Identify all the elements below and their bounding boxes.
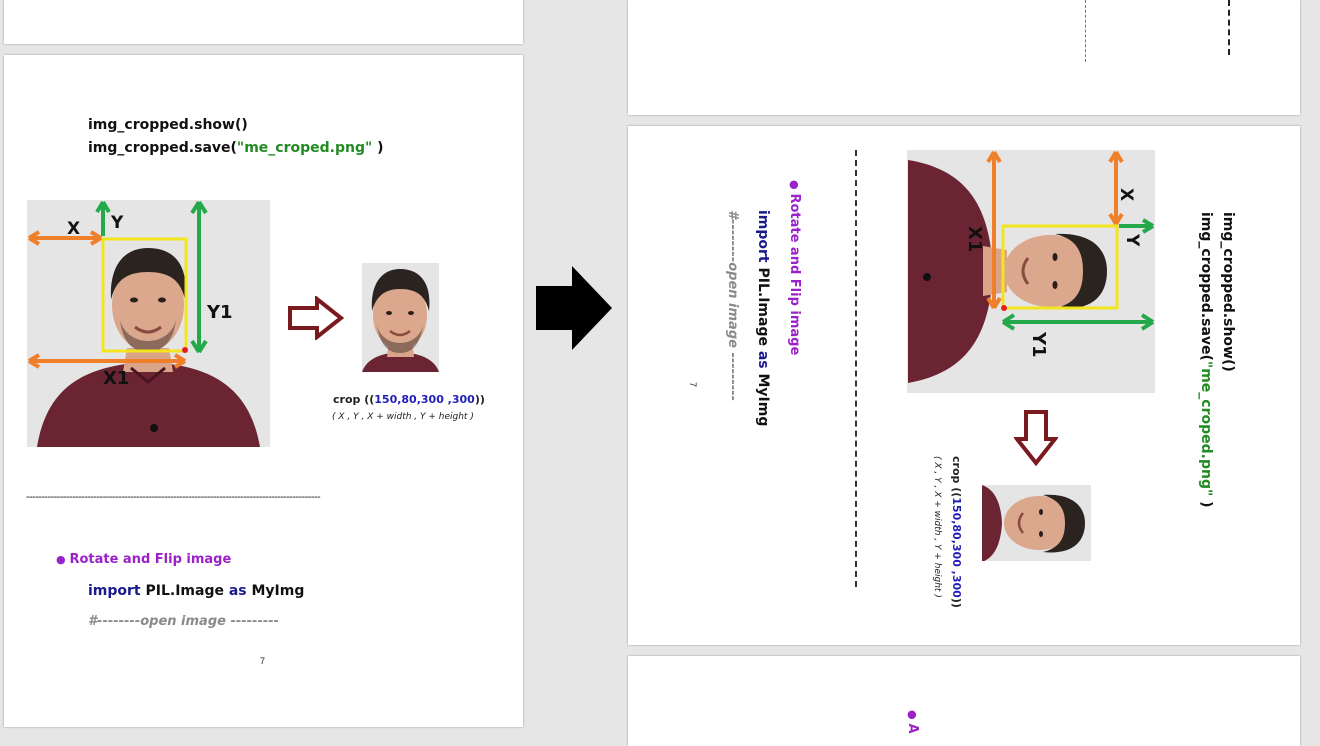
rot-person-photo-illustration [908,160,1107,383]
label-x: X [67,219,80,239]
right-page-rotated: img_cropped.show() img_cropped.save("me_… [628,126,1300,645]
label-y1: Y1 [206,302,233,323]
code-comment: #--------open image --------- [88,614,280,629]
next-page-bullet: ● A [905,710,920,734]
person-photo-illustration [37,248,260,447]
svg-text:X: X [1116,188,1136,201]
right-next-page-fragment: ● A [628,656,1300,746]
rot-code-comment: #--------open image --------- [725,210,740,402]
left-page: img_cropped.show() img_cropped.save("me_… [4,55,523,727]
code-line-show: img_cropped.show() [88,117,248,133]
rot-code-line-save: img_cropped.save("me_croped.png" ) [1198,212,1214,508]
svg-text:X1: X1 [964,226,985,252]
hollow-down-arrow-icon [1014,410,1058,467]
rot-crop-caption: ( X , Y , X + width , Y + height ) [932,456,942,598]
hollow-right-arrow-icon [288,296,345,340]
code-line-import: import PIL.Image as MyImg [88,583,305,599]
separator-line: ----------------------------------------… [26,491,321,503]
crop-call-text: crop ((150,80,300 ,300)) [333,393,485,406]
rot-crop-diagram-photo: X Y Y1 X1 [907,150,1155,393]
big-right-arrow-icon [536,266,612,350]
dashed-line-fragment-2 [1228,0,1230,55]
dashed-line-fragment-1 [1085,0,1086,62]
label-y: Y [110,213,124,233]
crop-diagram-photo: X Y Y1 X1 [27,200,270,447]
cropped-face-thumbnail [362,263,439,372]
crop-annotations: X Y Y1 X1 [27,200,233,389]
rot-page-number: 7 [688,382,698,388]
rot-code-line-show: img_cropped.show() [1220,212,1236,372]
rot-separator-line [855,150,857,587]
label-x1: X1 [103,368,129,389]
rot-crop-annotations: X Y Y1 X1 [964,150,1155,358]
rot-bullet-rotate-flip: ● Rotate and Flip image [787,180,802,356]
svg-text:Y1: Y1 [1028,331,1049,358]
code-line-save: img_cropped.save("me_croped.png" ) [88,140,384,156]
rot-code-line-import: import PIL.Image as MyImg [755,210,771,427]
svg-text:Y: Y [1122,233,1142,247]
crop-caption: ( X , Y , X + width , Y + height ) [332,412,474,422]
right-top-page-fragment [628,0,1300,115]
rot-cropped-face-thumbnail [982,485,1091,561]
rot-crop-call-text: crop ((150,80,300 ,300)) [950,456,963,608]
bullet-rotate-flip: ● Rotate and Flip image [56,552,232,567]
page-number: 7 [260,656,266,666]
left-top-page-fragment [4,0,523,44]
